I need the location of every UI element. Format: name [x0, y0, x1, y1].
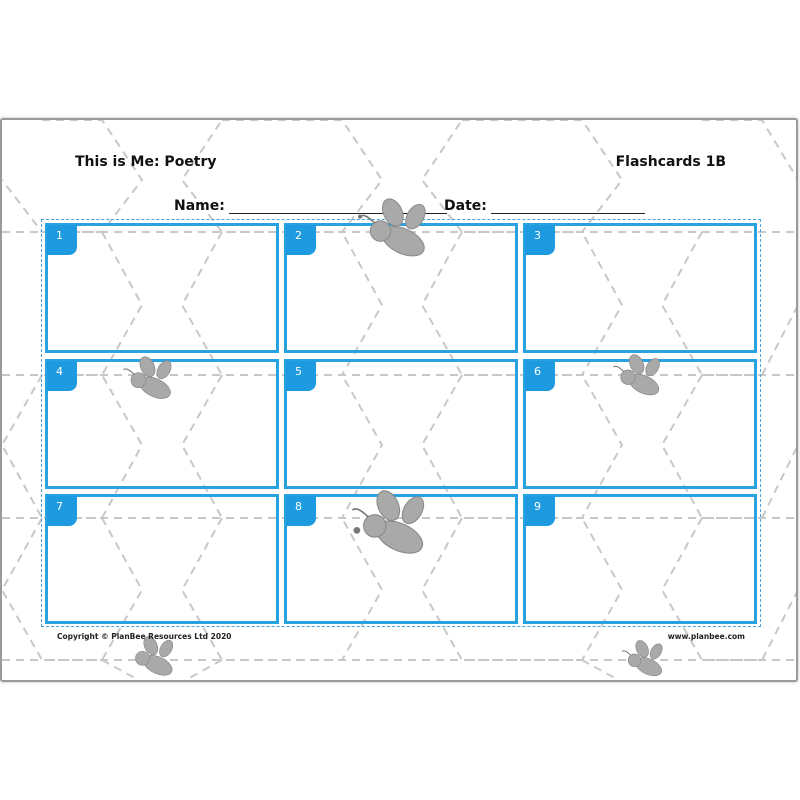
name-label: Name: — [174, 198, 225, 214]
bee-icon — [123, 356, 172, 399]
copyright-text: Copyright © PlanBee Resources Ltd 2020 — [57, 632, 232, 641]
card-number: 9 — [525, 496, 555, 526]
flashcard-7[interactable]: 7 — [45, 494, 279, 624]
date-label: Date: — [444, 198, 487, 214]
bee-icon — [351, 490, 425, 554]
website-link[interactable]: www.planbee.com — [667, 632, 745, 641]
card-number: 5 — [286, 361, 316, 391]
flashcard-9[interactable]: 9 — [523, 494, 757, 624]
card-number: 4 — [47, 361, 77, 391]
card-number: 1 — [47, 225, 77, 255]
card-number: 3 — [525, 225, 555, 255]
bee-icon — [621, 640, 663, 677]
worksheet-code: Flashcards 1B — [615, 154, 726, 170]
bee-icon — [613, 354, 660, 396]
card-number: 8 — [286, 496, 316, 526]
flashcard-4[interactable]: 4 — [45, 359, 279, 489]
name-field[interactable]: Name: — [174, 198, 447, 214]
flashcard-3[interactable]: 3 — [523, 223, 757, 353]
date-field[interactable]: Date: — [444, 198, 645, 214]
flashcard-8[interactable]: 8 — [284, 494, 518, 624]
date-line[interactable] — [490, 199, 645, 214]
flashcard-1[interactable]: 1 — [45, 223, 279, 353]
bee-icon — [358, 198, 426, 257]
bee-icon — [135, 636, 174, 676]
card-number: 6 — [525, 361, 555, 391]
worksheet-title: This is Me: Poetry — [75, 154, 217, 170]
flashcard-5[interactable]: 5 — [284, 359, 518, 489]
name-line[interactable] — [228, 199, 447, 214]
card-number: 7 — [47, 496, 77, 526]
card-number: 2 — [286, 225, 316, 255]
flashcard-grid: 1 2 3 4 5 6 7 8 9 — [41, 219, 761, 627]
worksheet-page: This is Me: Poetry Flashcards 1B Name: D… — [0, 118, 798, 682]
